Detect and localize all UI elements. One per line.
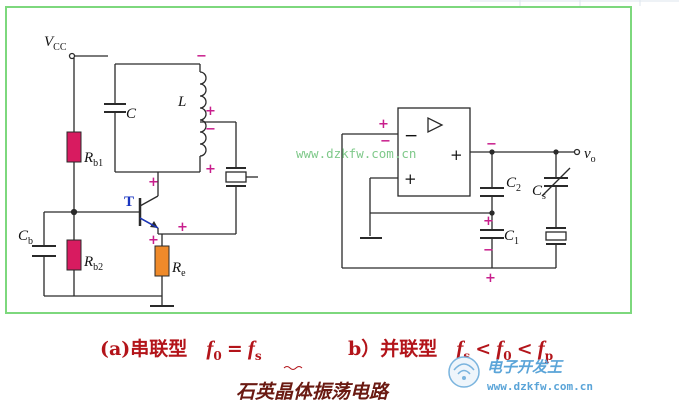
resistor-rb1	[66, 131, 82, 163]
sign-l-bottom-plus: +	[205, 162, 216, 177]
sign-output-minus: −	[486, 137, 497, 152]
opamp-noninverting-sign: +	[404, 170, 417, 188]
sign-collector-plus: +	[148, 175, 159, 190]
label-cs: Cs	[532, 183, 546, 202]
label-re: Re	[171, 260, 186, 279]
resistor-re	[154, 245, 170, 277]
opamp-inverting-sign: −	[404, 126, 418, 146]
label-t: T	[124, 194, 134, 210]
sign-c2-plus: +	[483, 214, 494, 229]
caption-a: (a)串联型 f0 = fs	[100, 336, 262, 364]
sign-bottom-plus: +	[485, 271, 496, 286]
sign-l-top-minus: −	[196, 49, 207, 64]
caption-b: b）并联型 fs < f0 < fp	[348, 336, 553, 364]
underline-fs-a	[283, 366, 303, 370]
transistor-emitter-arrow	[139, 217, 159, 229]
label-rb1: Rb1	[83, 150, 103, 169]
sign-emitter-plus-left: +	[148, 233, 159, 248]
sign-inv-input-plus: +	[378, 117, 389, 132]
logo-watermark: 电子开发王 www.dzkfw.com.cn	[448, 356, 593, 393]
resistor-rb2	[66, 239, 82, 271]
figure-title: 石英晶体振荡电路	[236, 381, 390, 403]
sign-c1-minus: −	[483, 243, 494, 258]
logo-cn-text: 电子开发王	[487, 358, 564, 376]
label-c2: C2	[506, 175, 521, 194]
opamp-output-plus: +	[450, 146, 463, 164]
logo-url: www.dzkfw.com.cn	[487, 380, 593, 393]
diagram-frame	[5, 6, 632, 314]
sign-inv-input-minus: −	[380, 134, 391, 149]
header-artifact	[470, 0, 679, 6]
label-rb2: Rb2	[83, 254, 103, 273]
label-cb: Cb	[18, 228, 33, 247]
label-c: C	[126, 106, 137, 122]
sign-l-mid-minus: −	[205, 122, 216, 137]
sign-emitter-plus-right: +	[177, 220, 188, 235]
watermark-url: www.dzkfw.com.cn	[296, 146, 416, 161]
label-l: L	[177, 94, 186, 110]
label-c1: C1	[504, 228, 519, 247]
circuit-a	[32, 52, 258, 307]
label-vo: vo	[584, 146, 596, 165]
label-vcc: VCC	[44, 34, 67, 53]
sign-l-mid-plus: +	[205, 104, 216, 119]
circuit-b	[341, 107, 581, 269]
